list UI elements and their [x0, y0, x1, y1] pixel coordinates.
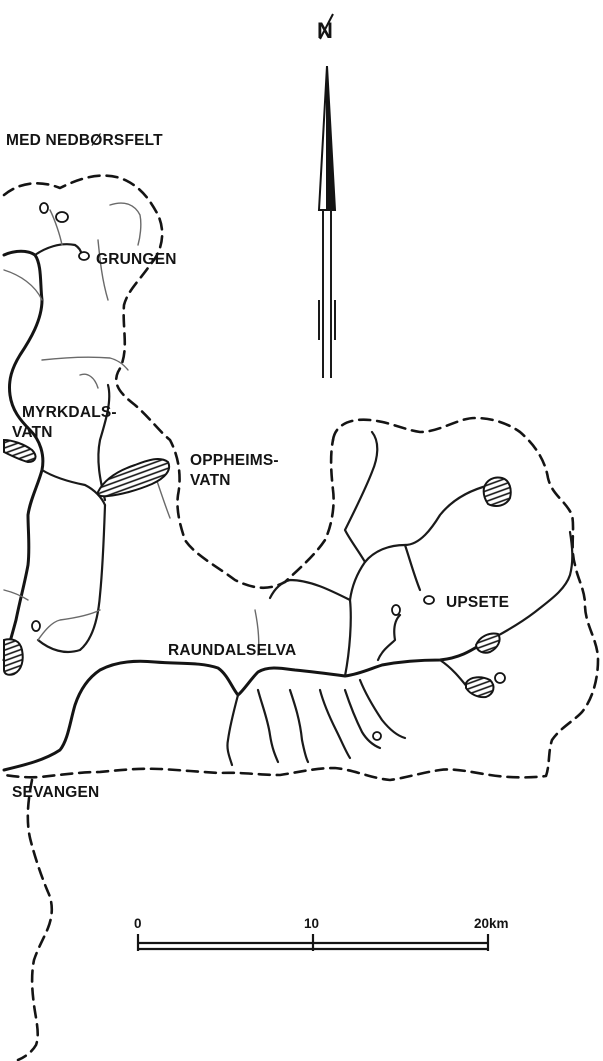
thin-stream-10: [79, 373, 99, 389]
pond-4: [31, 620, 41, 632]
river-north-branch: [343, 430, 379, 564]
label-oppheims-line2: VATN: [190, 472, 231, 489]
river-upsete-stream: [403, 543, 422, 592]
north-label-slash: [319, 13, 334, 40]
grungen-pond: [78, 251, 90, 261]
label-grungen: GRUNGEN: [96, 251, 177, 268]
label-myrkdals-line1: MYRKDALS-: [22, 404, 117, 421]
eastern-catchment-boundary: [2, 416, 600, 782]
label-oppheims-line1: OPPHEIMS-: [190, 452, 279, 469]
river-south-2: [256, 688, 280, 764]
thin-stream-3: [97, 239, 109, 301]
river-west-branch: [268, 578, 352, 602]
label-sevangen: SEVANGEN: [12, 784, 99, 801]
upsete-lake-south: [465, 676, 495, 699]
thin-stream-6: [37, 609, 101, 641]
scale-tick-20-label: 20km: [474, 916, 509, 931]
river-lake-stream: [376, 613, 402, 662]
grungen-outlet: [33, 243, 84, 260]
pond-6: [372, 731, 382, 741]
river-south-branches: [226, 693, 240, 767]
ponds: [31, 202, 506, 741]
northern-catchment-boundary: [2, 174, 335, 590]
label-myrkdals-line2: VATN: [12, 424, 53, 441]
north-arrow-right-half: [326, 65, 337, 211]
scale-tick-10-label: 10: [304, 916, 319, 931]
upsete-lake-middle: [474, 632, 501, 654]
thin-stream-1: [3, 269, 43, 301]
scale-tick-0-label: 0: [134, 916, 142, 931]
label-upsete: UPSETE: [446, 594, 509, 611]
pond-3: [391, 604, 401, 616]
river-upper-branch: [343, 483, 492, 678]
river-upsete-branch: [478, 530, 574, 647]
thin-stream-8: [254, 609, 260, 656]
myrkdals-inflow: [97, 383, 111, 502]
myrkdalsvatn-lake: [3, 438, 37, 464]
north-arrow-left-half: [317, 65, 328, 211]
river-south-6: [343, 688, 382, 750]
southern-catchment-boundary: [16, 778, 54, 1061]
raundalselva-river: [2, 643, 482, 772]
catchment-boundaries: [2, 174, 600, 1061]
myrkdals-stream: [40, 468, 107, 507]
lakes: [3, 438, 512, 699]
place-labels: GRUNGEN MYRKDALS- VATN OPPHEIMS- VATN UP…: [12, 251, 509, 801]
oppheimsvatn-lake: [96, 457, 171, 498]
pond-1: [39, 202, 49, 214]
western-valley-lake: [3, 638, 24, 676]
upsete-lake-north: [482, 476, 512, 507]
oppheims-outlet: [36, 503, 107, 654]
thin-stream-9: [109, 202, 142, 246]
map-title: MED NEDBØRSFELT: [6, 132, 163, 149]
western-valley-river: [2, 249, 45, 662]
north-arrow: N: [317, 13, 337, 378]
upsete-pond: [423, 595, 435, 605]
river-south-3: [288, 688, 310, 764]
scale-bar: 0 10 20km: [134, 916, 509, 951]
pond-5: [494, 672, 506, 684]
thin-stream-4: [41, 356, 129, 371]
river-network: [2, 202, 574, 772]
pond-2: [55, 211, 69, 223]
thin-stream-2: [49, 209, 63, 246]
river-south-4: [318, 688, 352, 760]
label-raundalselva: RAUNDALSELVA: [168, 642, 296, 659]
thin-stream-7: [3, 589, 29, 601]
river-south-5: [358, 678, 407, 740]
